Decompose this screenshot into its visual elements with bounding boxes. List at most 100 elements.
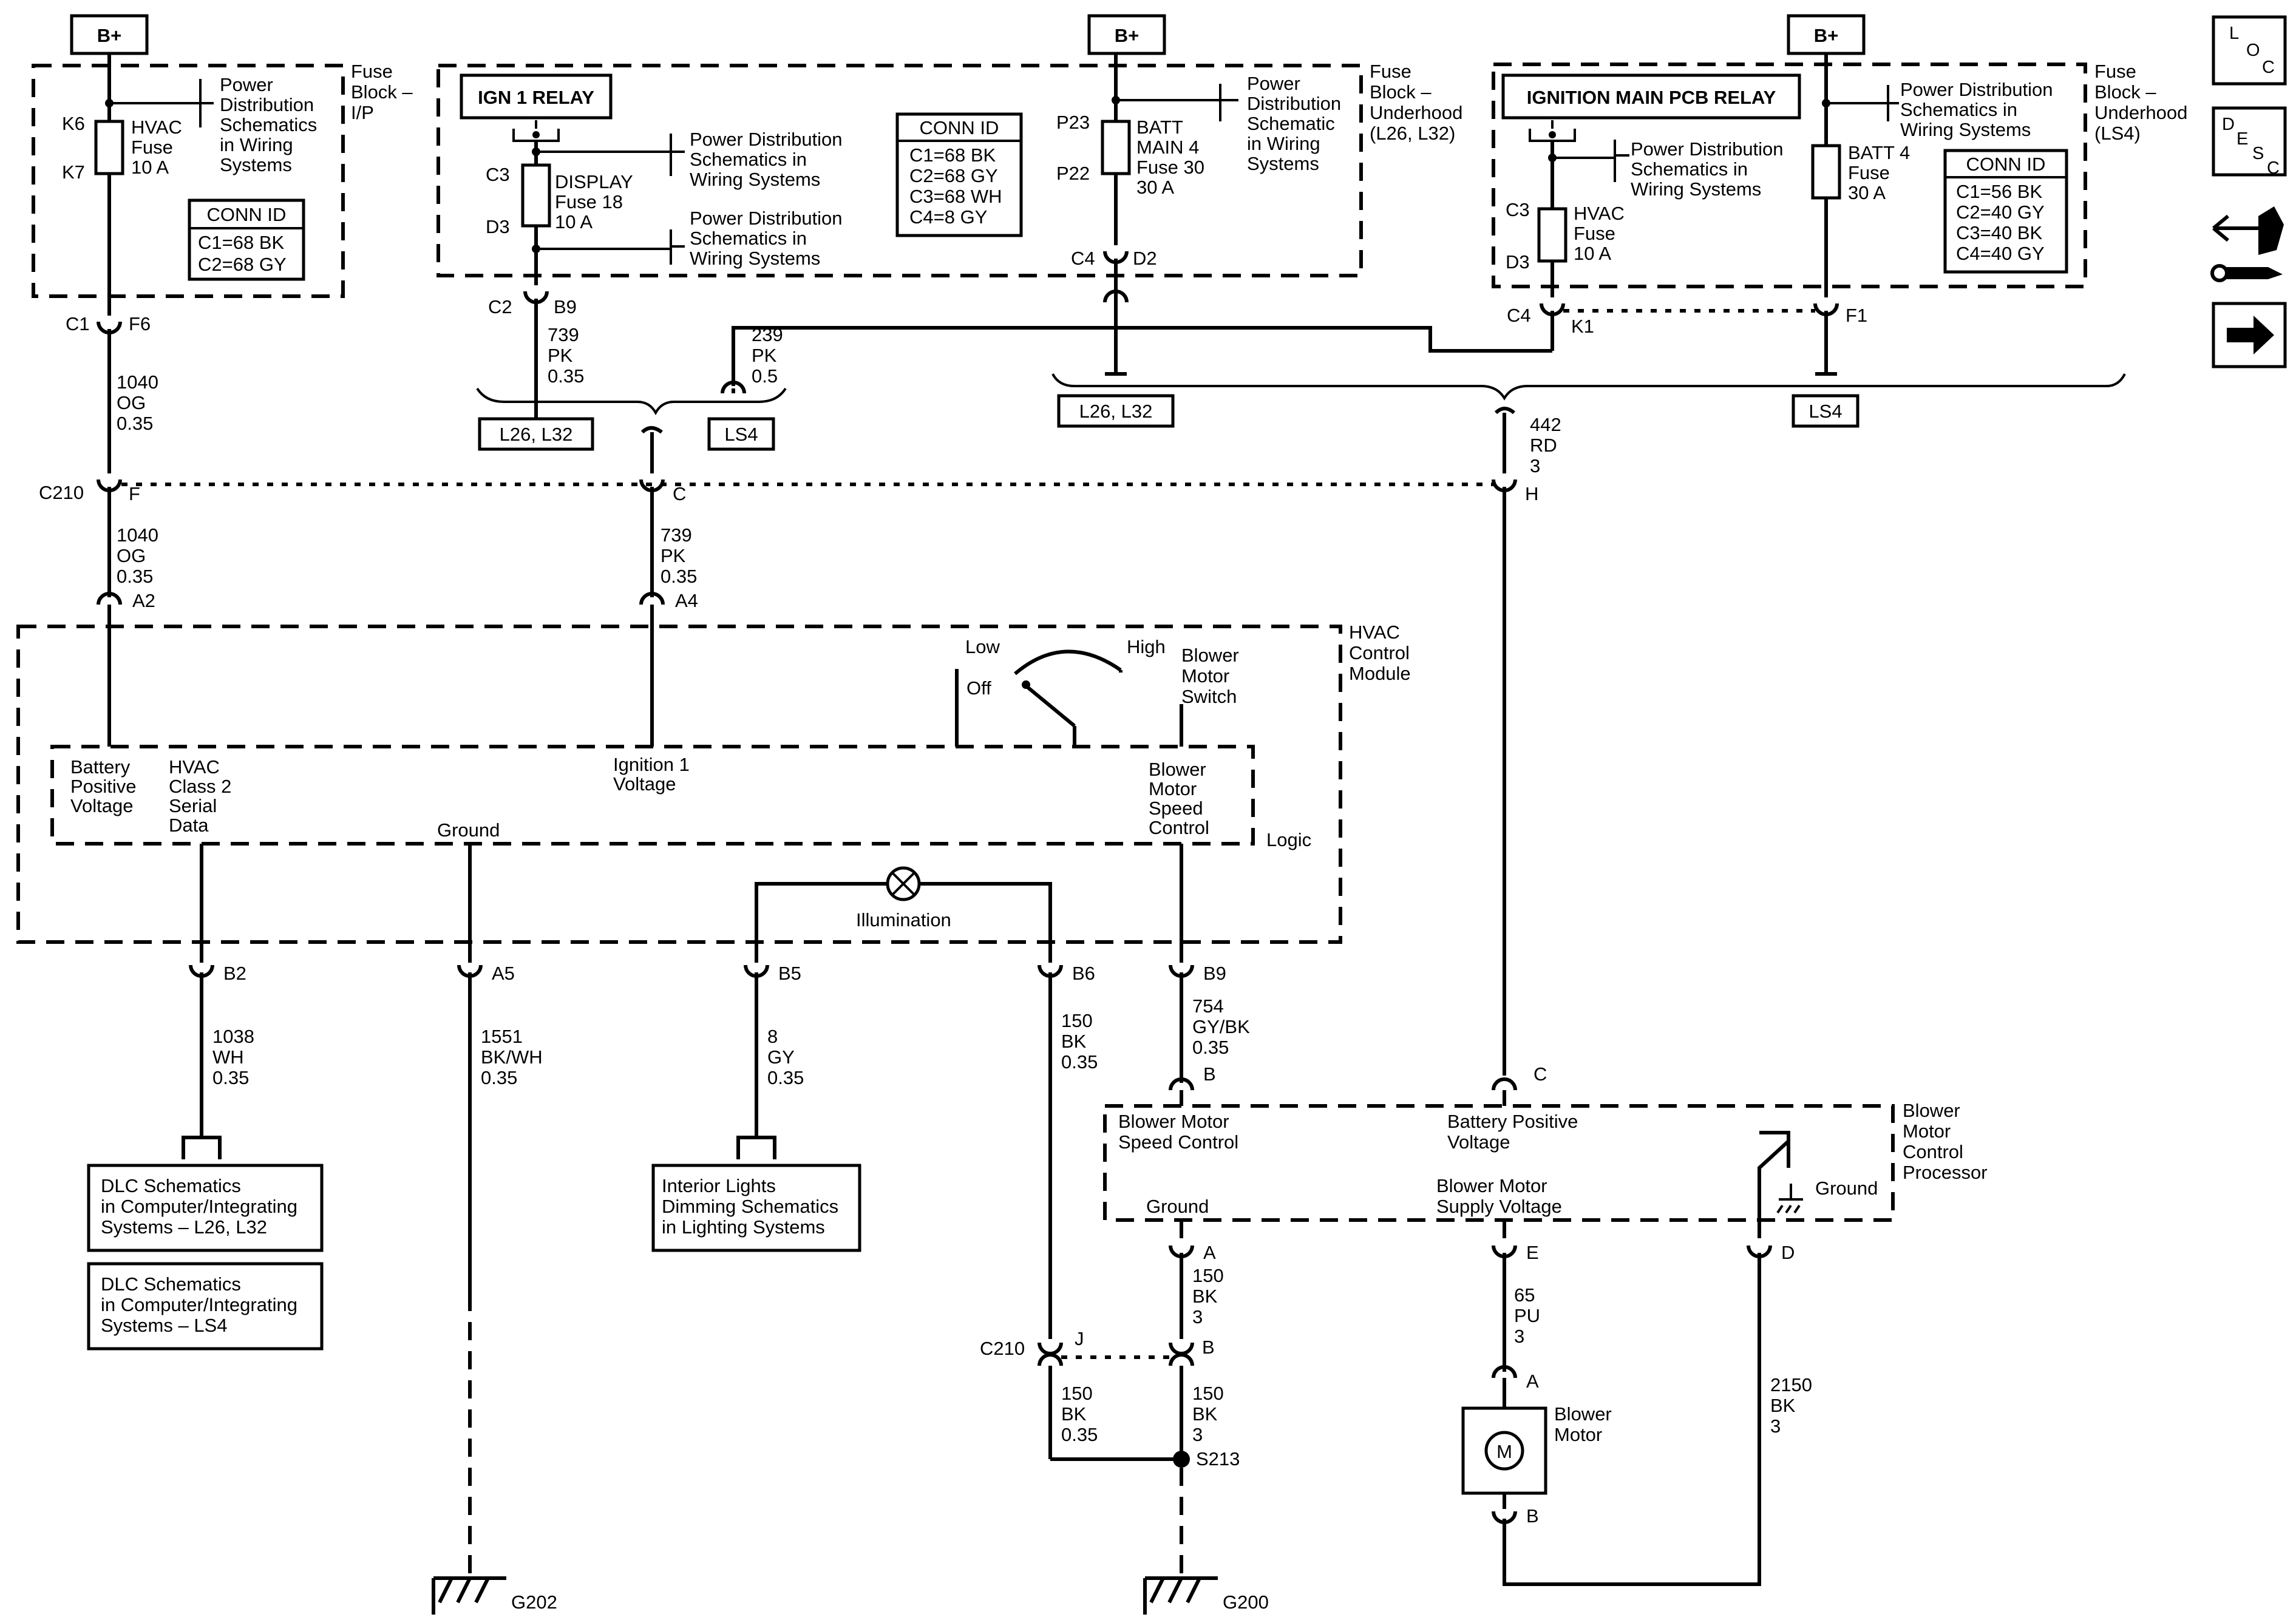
svg-text:PK: PK [752,345,777,366]
svg-text:Battery Positive: Battery Positive [1447,1111,1578,1132]
svg-text:E: E [1526,1242,1539,1263]
svg-text:Fuse: Fuse [351,61,393,82]
svg-text:Motor: Motor [1181,665,1229,686]
svg-text:65: 65 [1514,1284,1535,1306]
blower-motor: 65 PU 3 A M Blower Motor B 2150 BK 3 [1461,1253,1812,1586]
svg-text:C4: C4 [1507,305,1531,326]
svg-text:in Computer/Integrating: in Computer/Integrating [101,1294,297,1315]
svg-text:C3: C3 [1506,199,1530,220]
svg-text:LS4: LS4 [1809,401,1842,422]
svg-text:IGN 1 RELAY: IGN 1 RELAY [478,87,594,108]
svg-text:Fuse: Fuse [1574,223,1615,244]
svg-text:F6: F6 [129,313,151,334]
svg-text:C3=40 BK: C3=40 BK [1956,222,2043,243]
svg-text:DLC Schematics: DLC Schematics [101,1273,241,1295]
svg-text:1038: 1038 [212,1026,254,1047]
svg-text:3: 3 [1530,455,1540,476]
svg-text:Voltage: Voltage [613,773,676,795]
svg-text:in Wiring: in Wiring [220,134,293,155]
svg-text:O: O [2246,41,2260,60]
bplus-uh1-box: B+ [1087,14,1166,55]
option-bar-right: L26, L32 LS4 442 RD 3 [1051,373,2126,476]
svg-text:Ignition 1: Ignition 1 [613,754,690,775]
svg-text:(L26, L32): (L26, L32) [1370,123,1455,144]
svg-text:239: 239 [752,324,783,345]
svg-text:150: 150 [1061,1010,1093,1031]
svg-text:L26, L32: L26, L32 [1079,401,1153,422]
svg-text:B9: B9 [1203,963,1226,984]
conn-id-uh2: CONN ID C1=56 BK C2=40 GY C3=40 BK C4=40… [1943,149,2068,274]
svg-text:Wiring Systems: Wiring Systems [1900,119,2031,140]
svg-text:Illumination: Illumination [856,909,951,931]
svg-text:Speed Control: Speed Control [1118,1131,1238,1153]
svg-text:0.35: 0.35 [1061,1424,1098,1445]
svg-text:B: B [1526,1505,1539,1527]
svg-text:0.35: 0.35 [117,566,153,587]
svg-text:C1=56 BK: C1=56 BK [1956,181,2043,202]
svg-text:RD: RD [1530,435,1557,456]
svg-text:L: L [2229,24,2239,43]
connector-tool-icon[interactable] [2210,206,2284,282]
svg-text:CONN ID: CONN ID [920,117,999,138]
dlc-box-ls4: DLC Schematics in Computer/Integrating S… [87,1262,324,1351]
bplus-uh2-box: B+ [1787,14,1866,55]
svg-text:C210: C210 [39,482,84,503]
svg-text:739: 739 [661,524,692,546]
svg-text:Off: Off [966,677,991,699]
svg-text:C4: C4 [1071,248,1095,269]
svg-text:Schematics in: Schematics in [690,149,807,170]
svg-text:0.5: 0.5 [752,365,778,387]
svg-text:BK/WH: BK/WH [481,1046,543,1068]
svg-text:P23: P23 [1056,112,1090,133]
svg-text:Ground: Ground [1815,1178,1878,1199]
svg-text:C2=68 GY: C2=68 GY [198,254,287,275]
svg-text:I/P: I/P [351,102,374,123]
svg-text:in Wiring: in Wiring [1247,133,1320,154]
svg-text:GY: GY [767,1046,795,1068]
svg-text:2150: 2150 [1770,1374,1812,1395]
svg-text:F: F [129,483,140,504]
svg-text:0.35: 0.35 [1061,1051,1098,1073]
svg-text:D: D [1781,1242,1795,1263]
svg-text:Power: Power [220,74,273,95]
svg-text:BK: BK [1770,1395,1796,1416]
svg-text:D3: D3 [1506,251,1530,273]
svg-text:Fuse: Fuse [1370,61,1411,82]
description-nav-icon[interactable]: D E S C [2212,106,2287,178]
svg-text:Blower: Blower [1149,759,1206,780]
svg-text:L26, L32: L26, L32 [500,424,573,445]
svg-text:B+: B+ [97,25,122,46]
svg-text:150: 150 [1192,1265,1224,1286]
svg-text:Underhood: Underhood [1370,102,1462,123]
blower-motor-control-processor: B C Blower Motor Control Processor Blowe… [1103,1063,1988,1263]
svg-text:B: B [1203,1063,1216,1085]
svg-text:P22: P22 [1056,163,1090,184]
svg-text:C4=40 GY: C4=40 GY [1956,243,2045,264]
svg-text:C2=68 GY: C2=68 GY [909,165,998,186]
svg-text:B9: B9 [554,296,577,317]
svg-text:Module: Module [1349,663,1411,684]
svg-text:G202: G202 [511,1592,557,1613]
svg-text:Ground: Ground [437,819,500,841]
svg-text:754: 754 [1192,995,1224,1017]
location-nav-icon[interactable]: L O C [2212,15,2287,86]
svg-text:Wiring Systems: Wiring Systems [1631,178,1761,200]
svg-text:OG: OG [117,545,146,566]
svg-text:C: C [2267,158,2280,178]
svg-text:C210: C210 [980,1338,1025,1359]
svg-text:Positive: Positive [70,776,137,797]
svg-text:Ground: Ground [1146,1196,1209,1217]
svg-text:Control: Control [1149,817,1209,838]
svg-text:B+: B+ [1814,25,1839,46]
svg-text:BK: BK [1192,1403,1218,1425]
bplus-ip-box: B+ [70,14,149,55]
svg-text:Schematics in: Schematics in [1900,99,2017,120]
svg-text:150: 150 [1061,1383,1093,1404]
next-arrow-icon[interactable] [2212,302,2287,368]
svg-text:in Computer/Integrating: in Computer/Integrating [101,1196,297,1217]
hvac-control-module: HVAC Control Module Logic Battery Positi… [16,605,1411,963]
svg-text:Interior Lights: Interior Lights [662,1175,776,1196]
svg-text:0.35: 0.35 [767,1067,804,1088]
splice-s213 [1173,1451,1190,1468]
svg-text:B+: B+ [1115,25,1140,46]
